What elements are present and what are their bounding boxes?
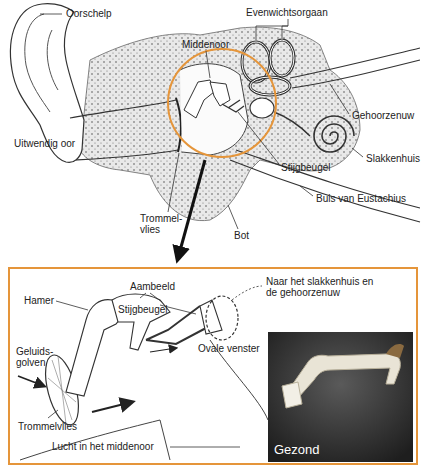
- part-label: Bot: [234, 230, 249, 241]
- part-label: Evenwichtsorgaan: [246, 7, 328, 18]
- part-label: Slakkenhuis: [366, 153, 420, 164]
- part-label: Hamer: [24, 295, 54, 306]
- part-label: Uitwendig oor: [14, 138, 75, 149]
- part-label: Aambeeld: [130, 281, 175, 292]
- part-label: Trommelvlies: [18, 421, 77, 432]
- part-label: Oorschelp: [66, 8, 112, 19]
- part-label: Gehoorzenuw: [352, 110, 414, 121]
- part-label: Buis van Eustachius: [316, 193, 406, 204]
- photo-box: Gezond: [268, 332, 413, 462]
- note-label: Geluids- golven: [16, 346, 62, 368]
- part-label: Trommel- vlies: [140, 213, 186, 235]
- photo-caption: Gezond: [274, 443, 320, 457]
- part-label: Stijgbeugel: [281, 162, 330, 173]
- part-label: Middenoor: [182, 39, 229, 50]
- note-label: Lucht in het middenoor: [52, 441, 154, 452]
- part-label: Stijgbeugel: [118, 304, 167, 315]
- note-label: Naar het slakkenhuis en de gehoorzenuw: [266, 276, 378, 298]
- part-label: Ovale venster: [198, 343, 260, 354]
